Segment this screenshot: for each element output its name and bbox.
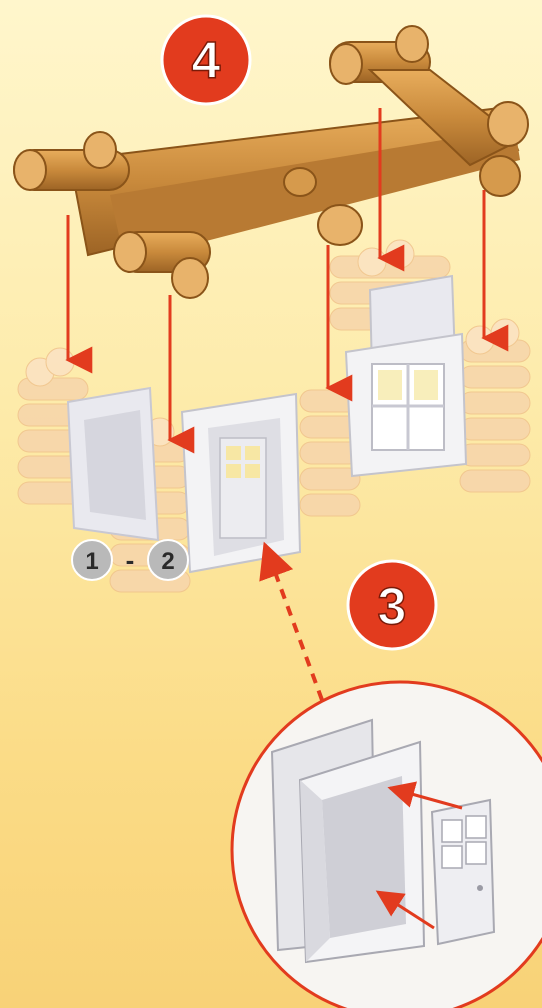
step-3-badge: 3 [348,561,436,649]
door-panel [432,800,494,944]
step-4-badge: 4 [162,16,250,104]
step-3-number: 3 [378,578,407,636]
callout-dashed-line [265,545,322,700]
ref-step-from: 1 [85,548,98,575]
door-frame [182,394,300,572]
step-reference-1-2: 1 - 2 [72,540,188,580]
step-4-number: 4 [192,32,221,90]
ref-step-to: 2 [161,548,174,575]
zoom-circle [232,682,542,1008]
window-frame-right [346,276,466,476]
window-frame-left [68,388,158,540]
ref-step-dash: - [126,545,135,575]
log-frame-assembly [14,26,528,298]
